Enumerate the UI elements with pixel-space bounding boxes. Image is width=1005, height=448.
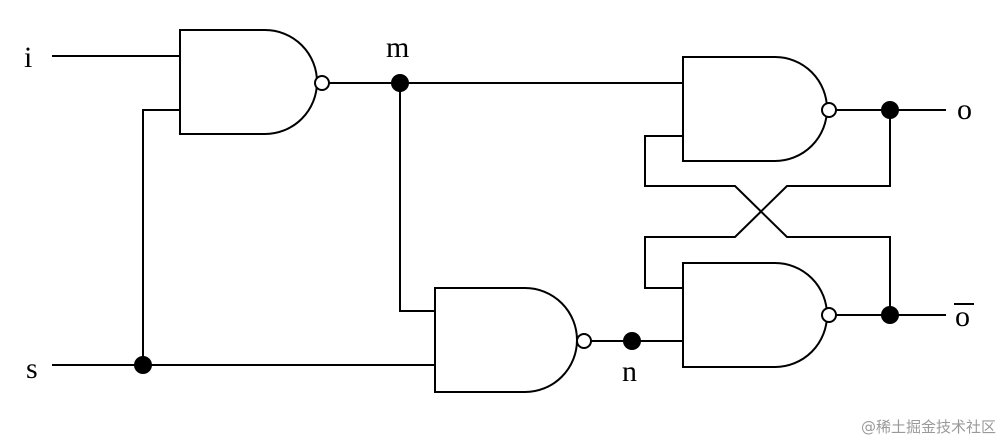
nand-gate-4 [682, 262, 837, 368]
junction-n [623, 332, 641, 350]
junction-s [134, 356, 152, 374]
junctions [134, 74, 899, 374]
junction-m [391, 74, 409, 92]
nand-gate-3 [682, 56, 837, 162]
wire-m-to-gate2 [399, 82, 436, 312]
junction-o-bar [881, 306, 899, 324]
label-output-o: o [957, 93, 972, 126]
label-node-n: n [622, 355, 637, 388]
label-node-m: m [386, 31, 409, 64]
nand-gate-1-bubble [314, 75, 330, 91]
wire-s-to-gate1 [142, 109, 181, 366]
wire-feedback-obar [644, 135, 891, 316]
wires [52, 55, 946, 366]
labels: i s m n o o [24, 31, 974, 388]
nand-gate-2-bubble [576, 333, 592, 349]
nand-gate-3-bubble [821, 102, 837, 118]
nand-gate-2 [434, 287, 592, 393]
label-output-o-bar: o [955, 300, 970, 333]
label-input-s: s [26, 352, 38, 385]
nand-gate-4-bubble [821, 307, 837, 323]
watermark-text: @稀土掘金技术社区 [861, 418, 996, 436]
wire-feedback-o [644, 109, 891, 289]
junction-o [881, 101, 899, 119]
nand-gate-1 [179, 29, 330, 135]
label-input-i: i [24, 41, 32, 74]
